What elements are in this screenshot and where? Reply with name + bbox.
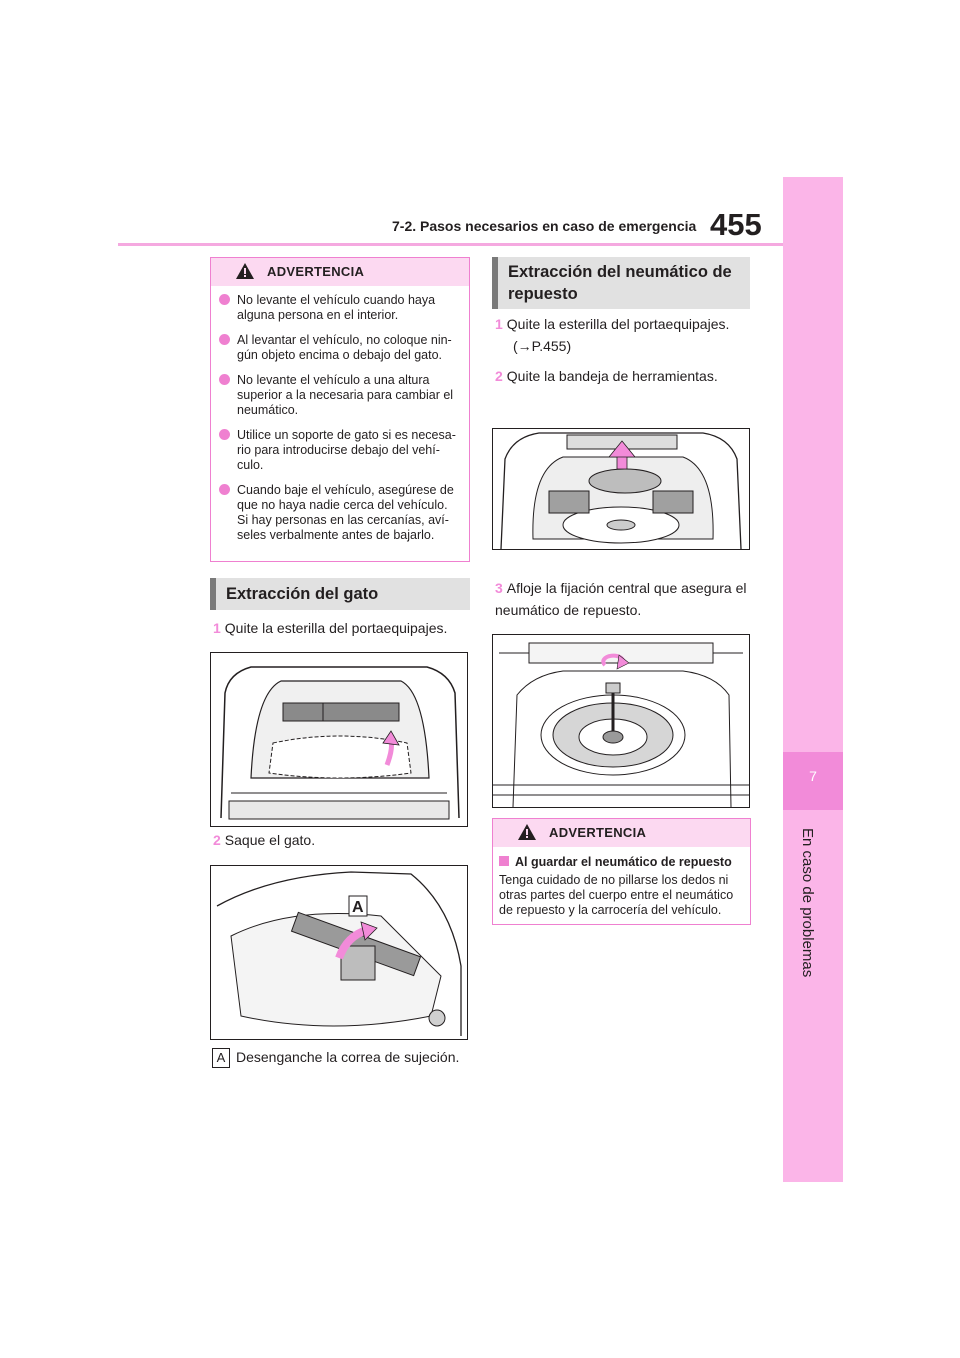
page-number: 455: [710, 207, 762, 242]
bullet-icon: [219, 429, 230, 440]
warning-triangle-icon: [518, 824, 536, 840]
bullet-icon: [219, 294, 230, 305]
warning-header: ADVERTENCIA: [493, 819, 750, 847]
warning-item: Al levantar el vehículo, no coloque nin-…: [219, 333, 459, 363]
warning-item: Utilice un soporte de gato si es necesa-…: [219, 428, 459, 473]
warning-header: ADVERTENCIA: [211, 258, 469, 286]
header-rule: [118, 243, 783, 246]
chapter-number-block: [783, 752, 843, 810]
warning-triangle-icon: [236, 263, 254, 279]
warning-box-lifting: ADVERTENCIA No levante el vehículo cuand…: [210, 257, 470, 562]
warning-list: No levante el vehículo cuando haya algun…: [211, 286, 469, 543]
callout-letter-box: A: [212, 1048, 230, 1068]
page-reference: (→P.455): [513, 338, 572, 354]
warning-body: Tenga cuidado de no pillarse los dedos n…: [499, 873, 734, 917]
bullet-icon: [219, 374, 230, 385]
chapter-name: En caso de problemas: [799, 828, 816, 978]
bullet-icon: [219, 484, 230, 495]
warning-item: Cuando baje el vehículo, asegúrese de qu…: [219, 483, 459, 543]
chapter-number: 7: [809, 768, 817, 784]
chapter-side-tab: [783, 177, 843, 1182]
section-heading-spare: Extracción del neumático de repuesto: [492, 257, 750, 309]
figure-spare-tire: [492, 634, 750, 808]
section-heading-jack: Extracción del gato: [210, 578, 470, 610]
warning-item: No levante el vehículo a una altura supe…: [219, 373, 459, 418]
warning-subheading: Al guardar el neumático de repuesto: [499, 855, 742, 869]
svg-text:A: A: [352, 899, 364, 916]
square-bullet-icon: [499, 856, 509, 866]
warning-title: ADVERTENCIA: [549, 825, 647, 840]
warning-title: ADVERTENCIA: [267, 264, 365, 279]
section-title: 7-2. Pasos necesarios en caso de emergen…: [392, 218, 697, 234]
warning-item: No levante el vehículo cuando haya algun…: [219, 293, 459, 323]
warning-box-spare-storage: ADVERTENCIA Al guardar el neumático de r…: [492, 818, 751, 925]
figure-trunk-mat: [210, 652, 468, 827]
figure-jack-strap: A: [210, 865, 468, 1040]
figure-tool-tray: [492, 428, 750, 550]
bullet-icon: [219, 334, 230, 345]
